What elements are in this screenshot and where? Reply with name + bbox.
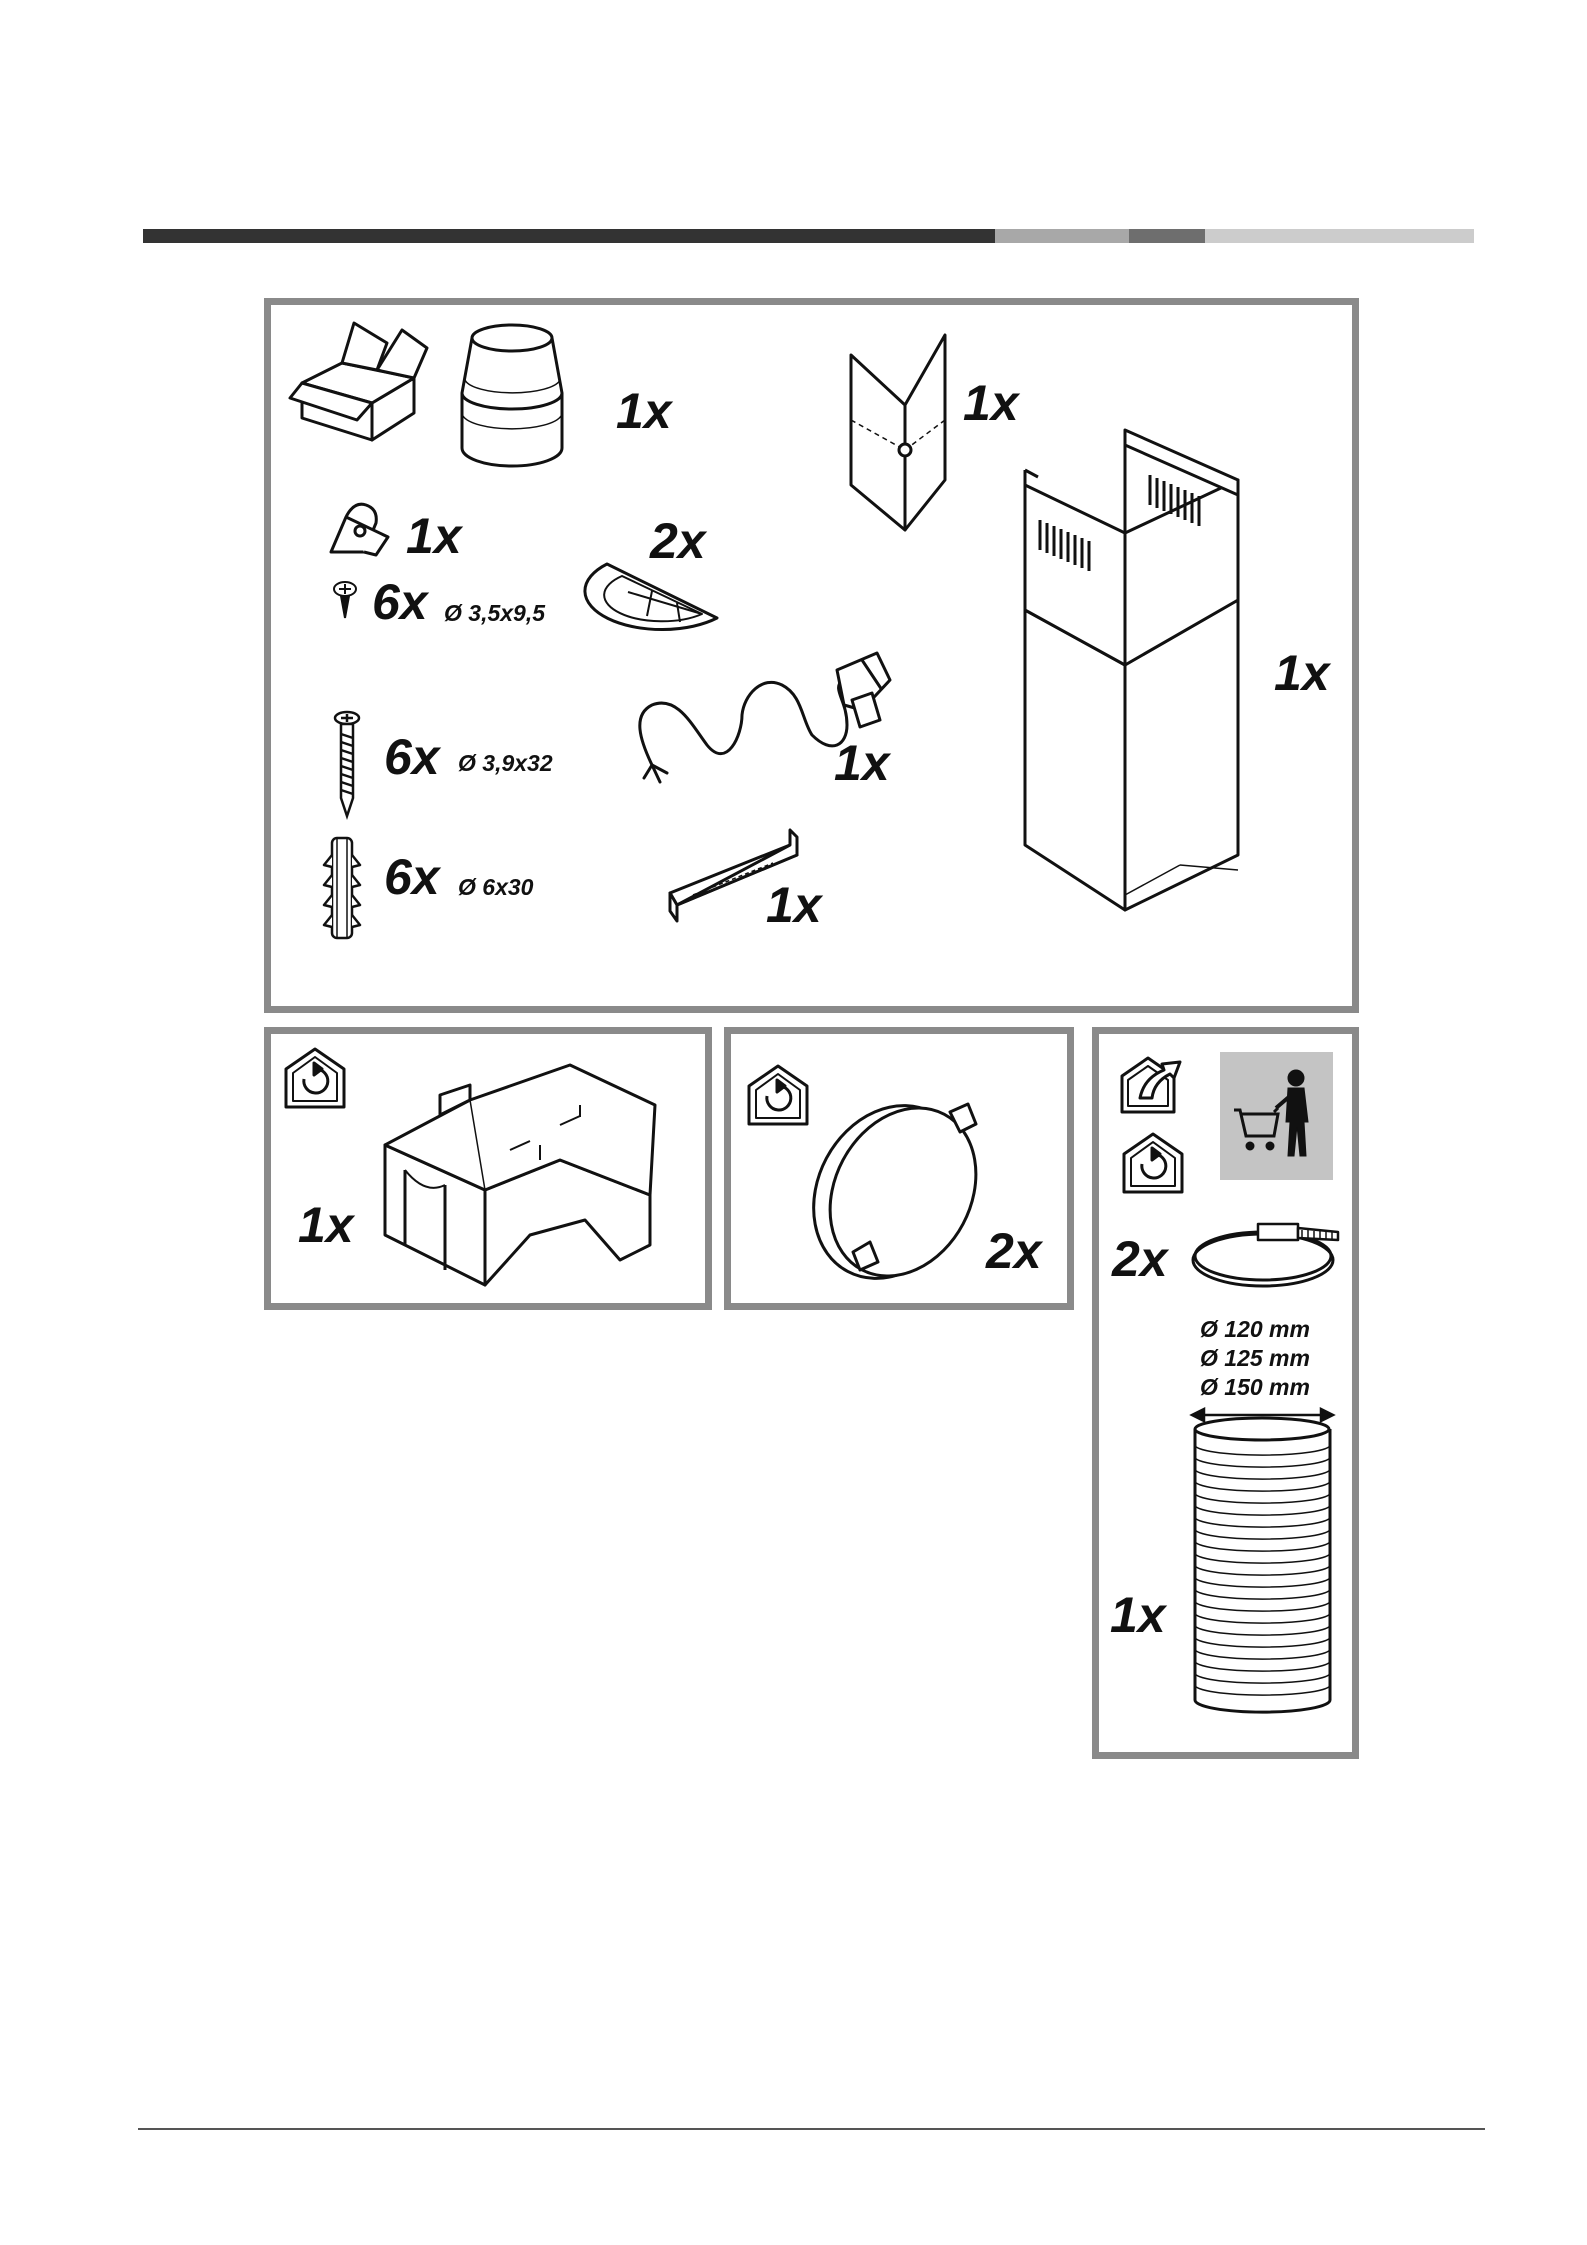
hose-diameter-3: Ø 150 mm — [1200, 1373, 1310, 1402]
air-deflector-icon — [380, 1045, 670, 1290]
header-bar — [143, 229, 1474, 243]
flange-quantity: 2x — [650, 516, 706, 566]
hose-quantity: 1x — [1110, 1590, 1166, 1640]
deflector-quantity: 1x — [298, 1200, 354, 1250]
hose-diameter-2: Ø 125 mm — [1200, 1344, 1310, 1373]
mounting-clip-quantity: 1x — [406, 511, 462, 561]
hose-diameter-1: Ø 120 mm — [1200, 1315, 1310, 1344]
flexible-hose-icon — [1190, 1415, 1335, 1715]
power-cord-quantity: 1x — [834, 738, 890, 788]
wall-bracket-quantity: 1x — [766, 880, 822, 930]
cardboard-box-icon — [282, 318, 432, 443]
long-screw-icon — [332, 710, 362, 820]
shopping-cart-person-icon — [1220, 1052, 1333, 1180]
mounting-clip-icon — [326, 497, 396, 559]
header-bar-segment-1 — [143, 229, 995, 243]
chimney-cover-quantity: 1x — [1274, 648, 1330, 698]
recirculation-house-icon — [1120, 1130, 1186, 1196]
long-screw-quantity: 6x — [384, 732, 440, 782]
header-bar-segment-4 — [1205, 229, 1474, 243]
carbon-filter-icon — [808, 1092, 988, 1287]
corner-bracket-icon — [845, 330, 955, 535]
small-screw-quantity: 6x — [372, 577, 428, 627]
adapter-quantity: 1x — [616, 386, 672, 436]
clamp-quantity: 2x — [1112, 1234, 1168, 1284]
corner-bracket-quantity: 1x — [963, 378, 1019, 428]
small-screw-icon — [332, 580, 358, 620]
header-bar-segment-2 — [995, 229, 1129, 243]
wall-plug-quantity: 6x — [384, 852, 440, 902]
recirculation-house-icon — [282, 1045, 348, 1111]
recirculation-house-icon — [745, 1062, 811, 1128]
wall-plug-dimension: Ø 6x30 — [458, 876, 533, 899]
wall-plug-icon — [322, 833, 362, 948]
hose-clamp-icon — [1188, 1218, 1348, 1293]
extraction-house-icon — [1118, 1048, 1190, 1116]
round-duct-adapter-icon — [450, 318, 575, 473]
footer-rule — [138, 2128, 1485, 2130]
small-screw-dimension: Ø 3,5x9,5 — [444, 602, 545, 625]
chimney-cover-icon — [1010, 425, 1250, 915]
long-screw-dimension: Ø 3,9x32 — [458, 752, 553, 775]
header-bar-segment-3 — [1129, 229, 1205, 243]
filter-quantity: 2x — [986, 1226, 1042, 1276]
